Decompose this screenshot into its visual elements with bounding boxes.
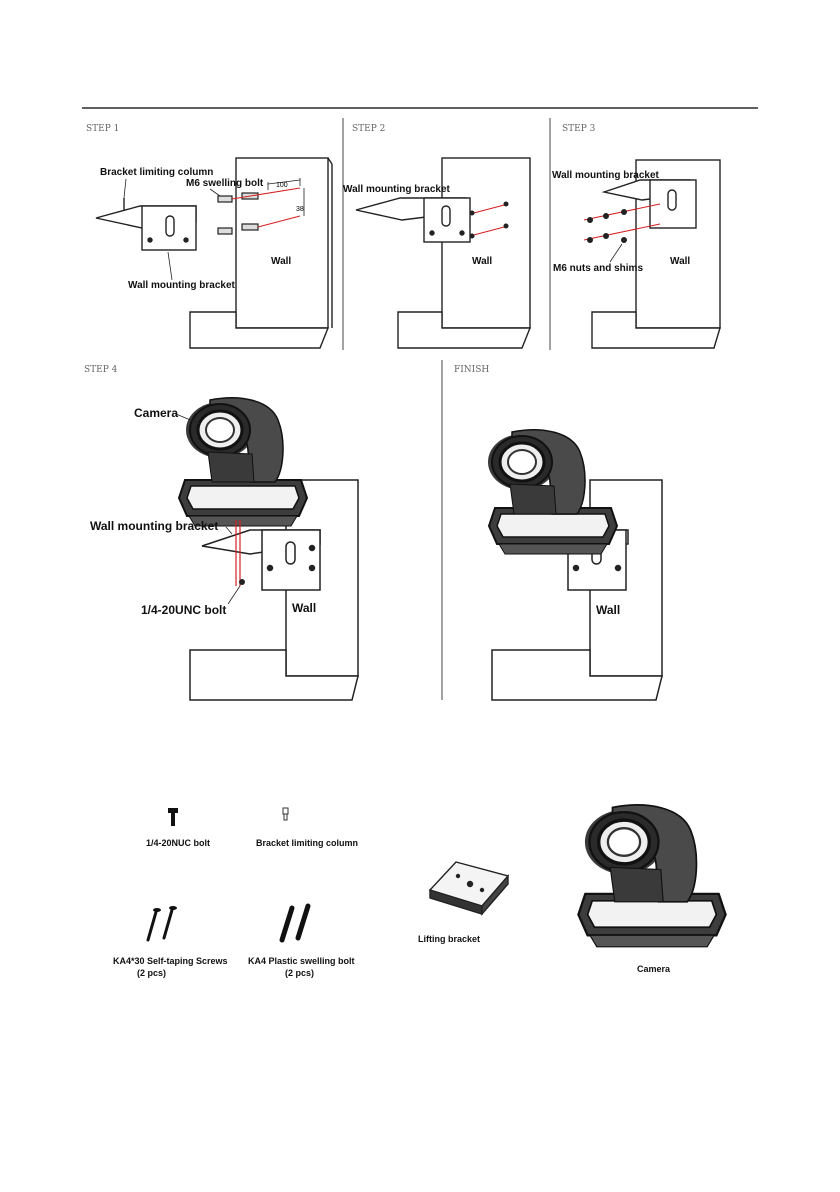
wall-bracket-icon: [601, 179, 697, 229]
camera-icon: [577, 803, 727, 948]
wall-icon: [397, 157, 532, 349]
bolt-icon: [239, 579, 245, 585]
step-4-panel: STEP 4 Camera Wall mounting bracket 1/4-…: [84, 365, 359, 701]
column-icon: [282, 807, 289, 821]
part-qty-self-taping-screws: (2 pcs): [137, 968, 166, 978]
label-wall-mounting-bracket: Wall mounting bracket: [90, 519, 218, 533]
label-wall: Wall: [670, 256, 690, 267]
dimension-100: 100: [276, 182, 288, 189]
step-1-panel: STEP 1 100 38 Bracket limiting co: [86, 124, 333, 349]
step-4-label: STEP 4: [84, 365, 118, 375]
anchor-icon: [279, 903, 311, 943]
screw-icon: [146, 908, 174, 942]
step-2-label: STEP 2: [352, 124, 385, 134]
label-1-4-20unc-bolt: 1/4-20UNC bolt: [141, 603, 226, 617]
label-wall: Wall: [596, 603, 620, 617]
parts-list: 1/4-20NUC bolt Bracket limiting column K…: [113, 803, 727, 978]
bolt-icon: [168, 808, 178, 826]
label-camera: Camera: [134, 406, 178, 420]
wall-bracket-icon: [95, 198, 197, 251]
wall-bracket-icon: [355, 197, 471, 243]
step-3-panel: STEP 3 Wall mounting bracket M6 nuts and…: [552, 124, 721, 349]
part-label-limiting-column: Bracket limiting column: [256, 838, 358, 848]
label-wall: Wall: [292, 601, 316, 615]
part-label-lifting-bracket: Lifting bracket: [418, 934, 480, 944]
label-m6-nuts-and-shims: M6 nuts and shims: [553, 263, 643, 274]
camera-icon: [178, 396, 308, 527]
finish-label: FINISH: [454, 365, 489, 375]
red-guide-lines: [235, 520, 241, 586]
label-wall: Wall: [472, 256, 492, 267]
dimension-38: 38: [296, 206, 304, 213]
part-label-self-taping-screws: KA4*30 Self-taping Screws: [113, 956, 228, 966]
label-bracket-limiting-column: Bracket limiting column: [100, 167, 213, 178]
red-guide-lines: [231, 187, 301, 228]
wall-bracket-icon: [201, 529, 321, 591]
label-wall-mounting-bracket: Wall mounting bracket: [552, 170, 660, 181]
label-wall-mounting-bracket: Wall mounting bracket: [128, 280, 236, 291]
part-label-plastic-swelling-bolt: KA4 Plastic swelling bolt: [248, 956, 355, 966]
label-wall: Wall: [271, 256, 291, 267]
finish-panel: FINISH Wall: [454, 365, 663, 701]
part-qty-plastic-swelling-bolt: (2 pcs): [285, 968, 314, 978]
step-2-panel: STEP 2 Wall mounting bracket Wall: [343, 124, 532, 349]
wall-icon: [189, 157, 333, 349]
red-guide-lines: [469, 203, 509, 237]
nut-icon: [587, 209, 627, 243]
part-label-bolt: 1/4-20NUC bolt: [146, 838, 210, 848]
label-m6-swelling-bolt: M6 swelling bolt: [186, 178, 264, 189]
step-1-label: STEP 1: [86, 124, 119, 134]
step-3-label: STEP 3: [562, 124, 596, 134]
label-wall-mounting-bracket: Wall mounting bracket: [343, 184, 451, 195]
lifting-bracket-icon: [428, 861, 510, 916]
part-label-camera: Camera: [637, 964, 671, 974]
